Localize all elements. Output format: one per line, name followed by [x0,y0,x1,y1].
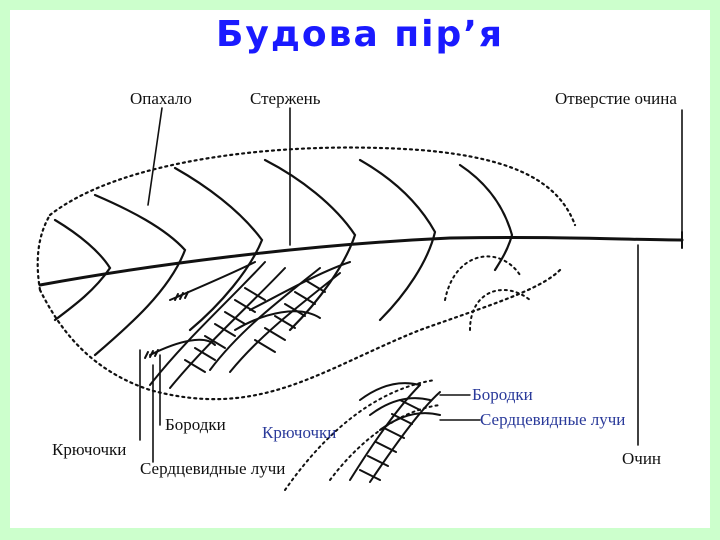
label-barbs-main: Бородки [165,415,226,434]
barbules [144,261,351,389]
label-quill: Очин [622,449,661,468]
label-vane: Опахало [130,89,192,108]
inset-detail [284,379,481,491]
barb [53,218,112,322]
slide-title: Будова пір’я [215,14,505,55]
shaft [38,235,684,287]
label-heart-barbules-inset: Сердцевидные лучи [480,410,625,429]
leader-lines [139,107,683,463]
slide-area [10,10,710,528]
label-quill-opening: Отверстие очина [555,89,677,108]
label-barbs-inset: Бородки [472,385,533,404]
label-heart-barbules-main: Сердцевидные лучи [140,459,285,478]
barb [458,163,514,272]
vane-outline [36,146,577,401]
barb [358,158,437,322]
barb [263,158,357,332]
barb [93,193,187,357]
inner-vane-outline [444,255,531,331]
barb [173,166,264,332]
label-hooks-inset: Крючочки [262,423,336,442]
label-shaft: Стержень [250,89,321,108]
label-hooks-main: Крючочки [52,440,126,459]
